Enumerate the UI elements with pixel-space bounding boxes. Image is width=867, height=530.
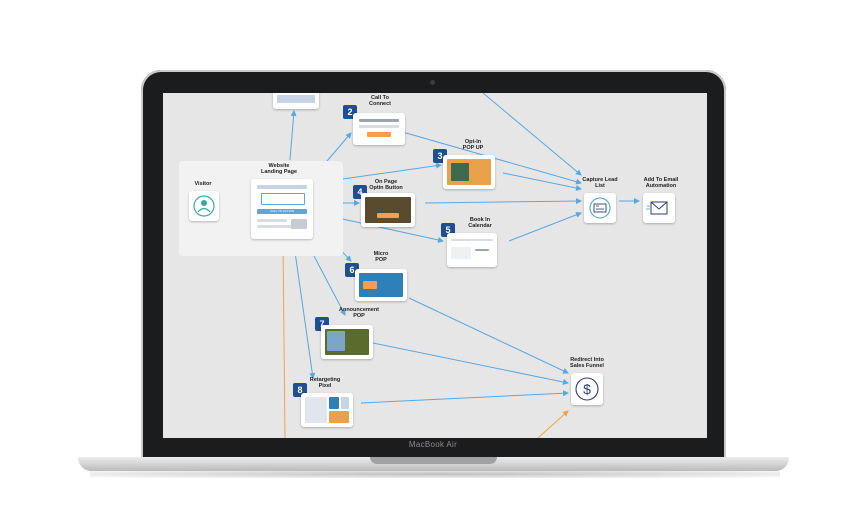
thumb-line [359, 125, 399, 128]
top-page-node[interactable] [273, 93, 319, 109]
announcement-node[interactable] [321, 325, 373, 359]
capture-node[interactable] [584, 193, 616, 223]
visitor-label: Visitor [194, 181, 212, 187]
person-icon [193, 195, 215, 217]
arrow-calendar-capture [508, 212, 582, 242]
visitor-node[interactable] [189, 191, 219, 221]
arrow-micro-funnel [408, 297, 569, 374]
arrow-announcement-funnel [372, 342, 569, 385]
svg-text:$: $ [583, 381, 591, 397]
laptop-notch [370, 457, 497, 464]
calendar-node[interactable] [447, 233, 497, 267]
thumb-image [451, 163, 469, 181]
retargeting-node[interactable] [301, 393, 353, 427]
thumb-image [365, 197, 411, 223]
email-node[interactable] [643, 193, 675, 223]
camera [430, 80, 435, 85]
thumb-image [329, 397, 339, 409]
laptop-base [78, 457, 789, 471]
arrow-top-capture [482, 93, 582, 176]
envelope-icon [646, 201, 668, 215]
arrow-landing-top [289, 110, 297, 161]
dollar-icon: $ [575, 377, 599, 401]
arrow-optin-capture [502, 172, 582, 191]
micro-node[interactable] [355, 269, 407, 301]
thumb-image [329, 411, 349, 423]
connect-node[interactable] [353, 113, 405, 145]
funnel-node[interactable]: $ [571, 373, 603, 405]
thumb-image [341, 397, 349, 409]
line-placeholder [257, 219, 287, 222]
arrow-onpage-capture [424, 198, 582, 205]
thumb-line [475, 249, 489, 251]
onpage-node[interactable] [361, 193, 415, 227]
orange-line-right [537, 410, 569, 438]
thumb-button [363, 281, 377, 289]
optin-node[interactable] [443, 155, 495, 189]
thumb-image [305, 397, 327, 423]
laptop-shadow [90, 470, 780, 478]
thumb-calendar [451, 247, 471, 259]
image-placeholder [291, 219, 307, 229]
orange-line-left [282, 242, 286, 438]
landing-node[interactable]: CALL TO ACTION [251, 179, 313, 239]
line-placeholder [257, 225, 297, 228]
thumb-button [377, 213, 399, 218]
thumb-line [451, 239, 493, 241]
arrow-retargeting-funnel [360, 390, 569, 404]
thumb-image [327, 331, 345, 351]
arrow-landing-retargeting [292, 237, 316, 379]
thumb-button [367, 132, 391, 137]
landing-header-bar [257, 185, 307, 189]
thumb-image [277, 95, 315, 103]
search-box [261, 193, 305, 205]
connector-layer [225, 93, 640, 438]
thumb-line [359, 119, 399, 122]
cta-bar: CALL TO ACTION [257, 209, 307, 214]
id-card-icon [589, 197, 611, 219]
device-brand: MacBook Air [408, 440, 458, 449]
